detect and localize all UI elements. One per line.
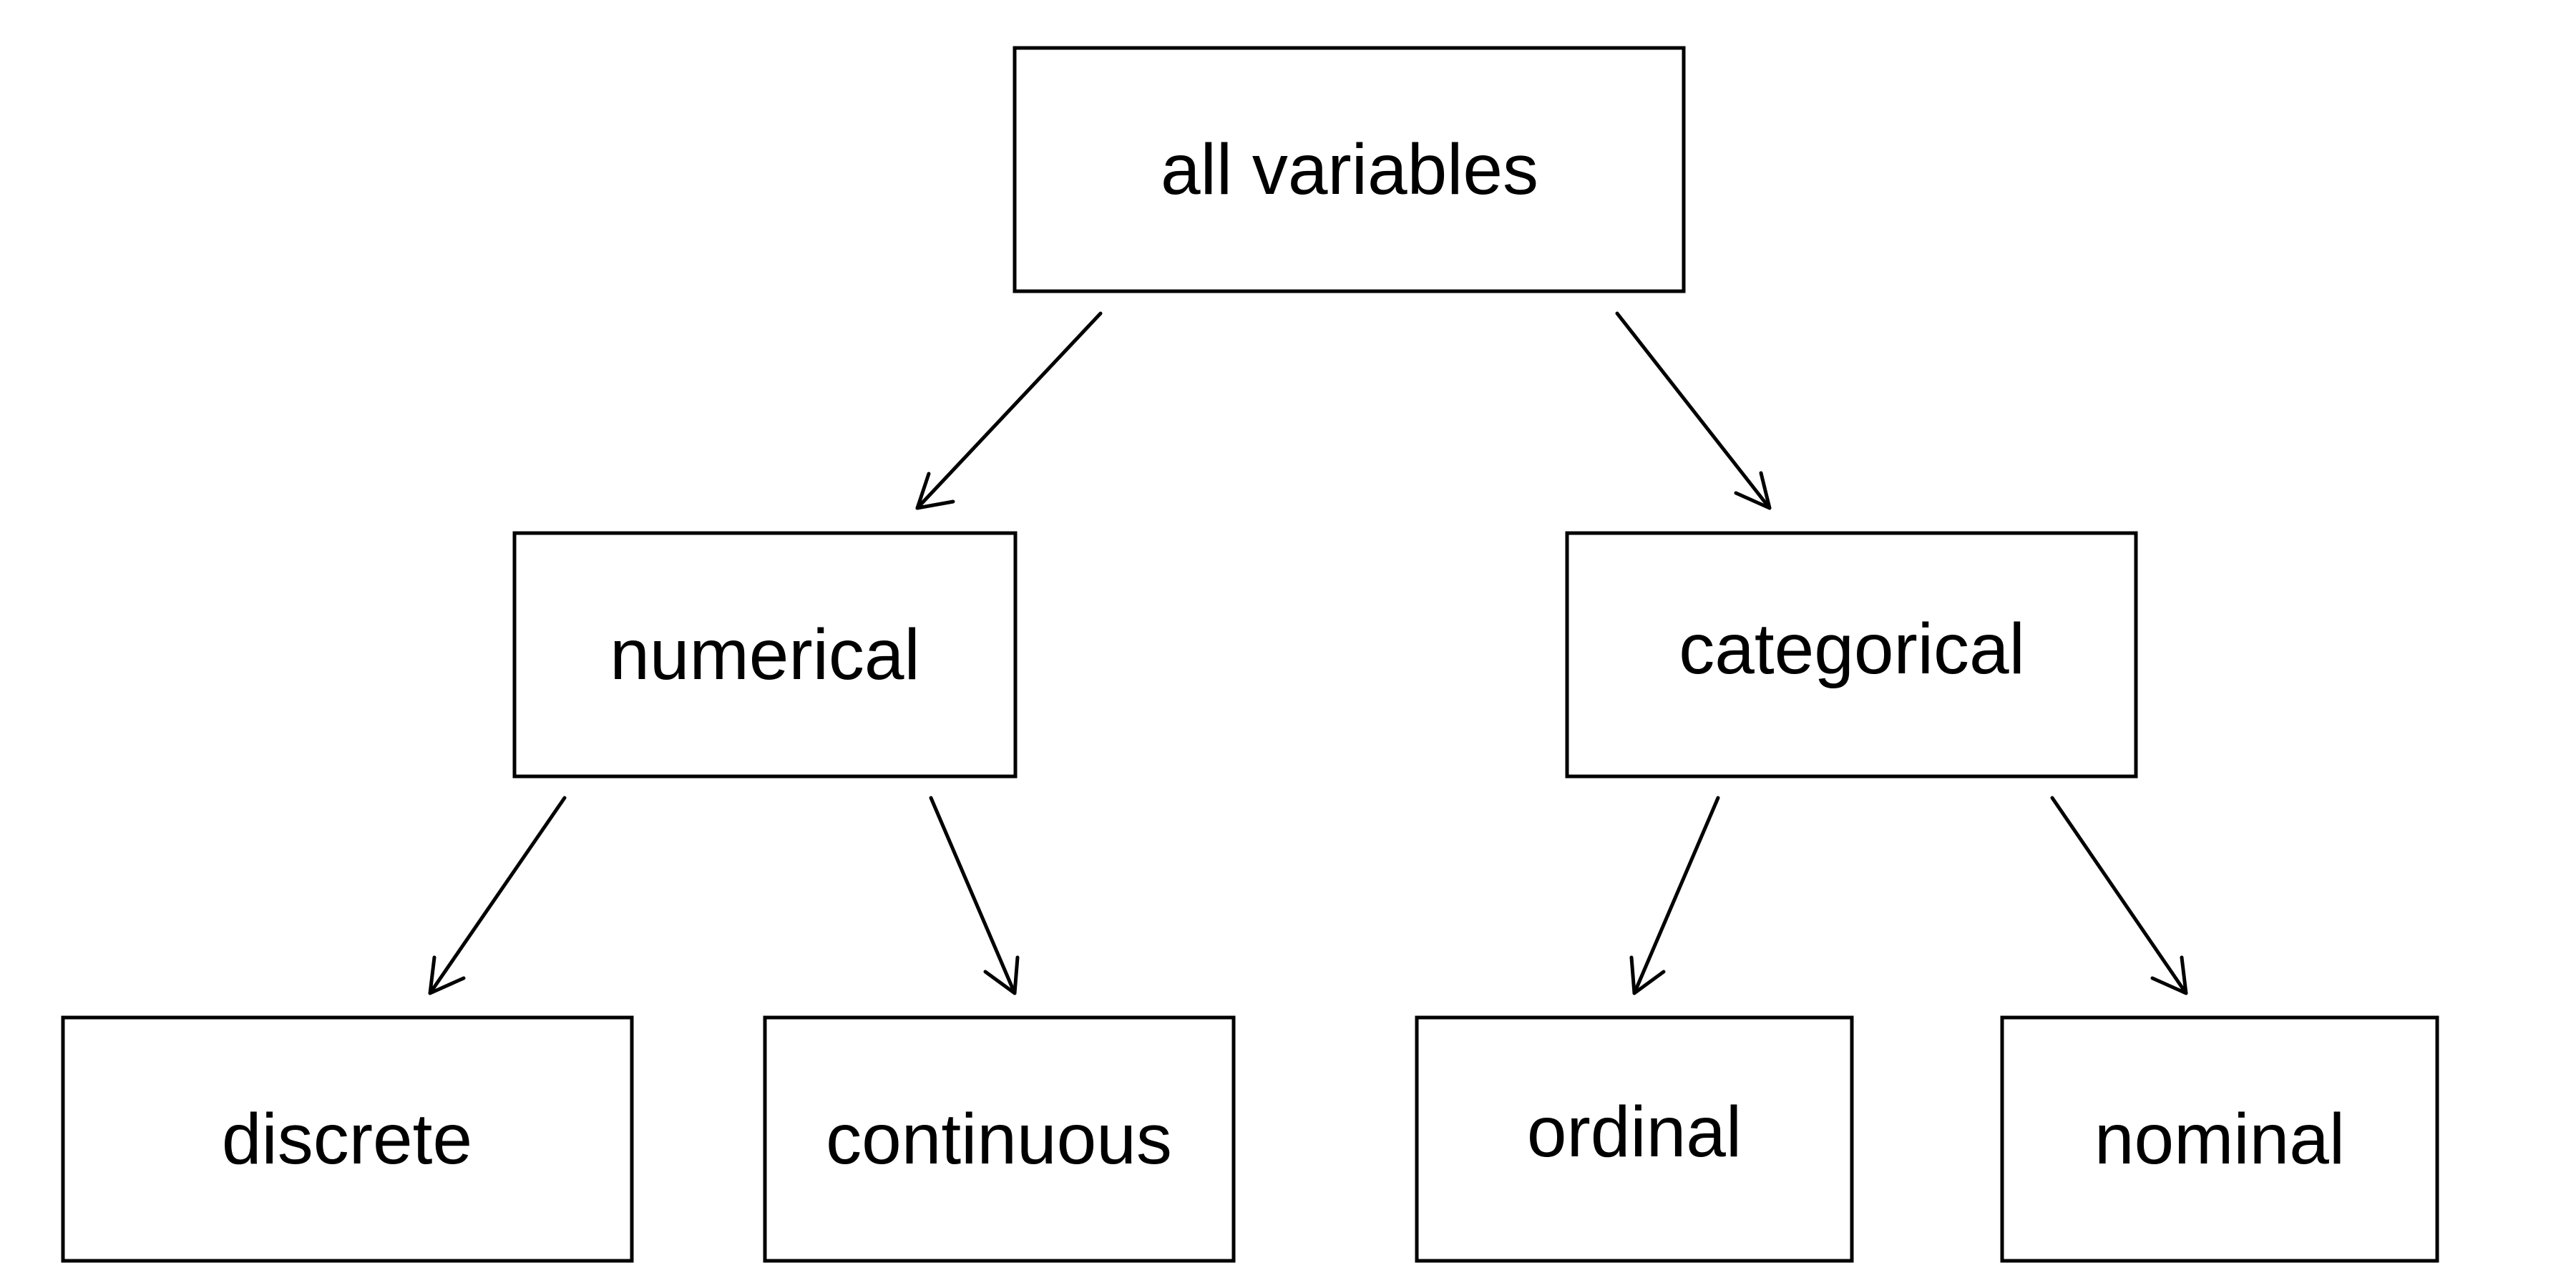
node-all-variables-label: all variables [1161,130,1538,210]
arrow-all-variables-to-categorical [1615,311,1772,510]
node-numerical: numerical [512,531,1018,779]
node-ordinal-label: ordinal [1527,1092,1742,1172]
arrow-shaft [2050,796,2188,995]
arrow-shaft [1632,796,1720,995]
node-numerical-box [512,531,1018,779]
arrow-head [428,955,466,995]
arrow-shaft [929,796,1017,995]
node-ordinal: ordinal [1415,1015,1854,1263]
arrow-head [2150,955,2188,995]
node-categorical-label: categorical [1679,609,2025,689]
arrow-shaft [1615,311,1772,510]
node-ordinal-box [1415,1015,1854,1263]
node-continuous-box [763,1015,1236,1263]
arrow-head [915,472,955,510]
arrow-all-variables-to-numerical [915,311,1103,510]
node-all-variables-box [1013,46,1686,293]
node-discrete: discrete [61,1015,634,1263]
node-nominal-box [2000,1015,2439,1263]
node-continuous-label: continuous [826,1099,1172,1179]
node-continuous: continuous [763,1015,1236,1263]
arrow-shaft [428,796,567,995]
node-nominal: nominal [2000,1015,2439,1263]
arrow-head [1734,471,1772,510]
arrow-head [1629,955,1666,995]
node-categorical: categorical [1565,531,2138,779]
arrow-shaft [915,311,1103,510]
arrow-numerical-to-discrete [428,796,567,995]
arrow-categorical-to-nominal [2050,796,2188,995]
arrow-head [983,955,1020,995]
node-discrete-box [61,1015,634,1263]
node-discrete-label: discrete [222,1099,472,1179]
node-nominal-label: nominal [2094,1099,2345,1179]
node-numerical-label: numerical [610,615,920,695]
arrow-categorical-to-ordinal [1629,796,1720,995]
node-all-variables: all variables [1013,46,1686,293]
arrow-numerical-to-continuous [929,796,1020,995]
node-categorical-box [1565,531,2138,779]
